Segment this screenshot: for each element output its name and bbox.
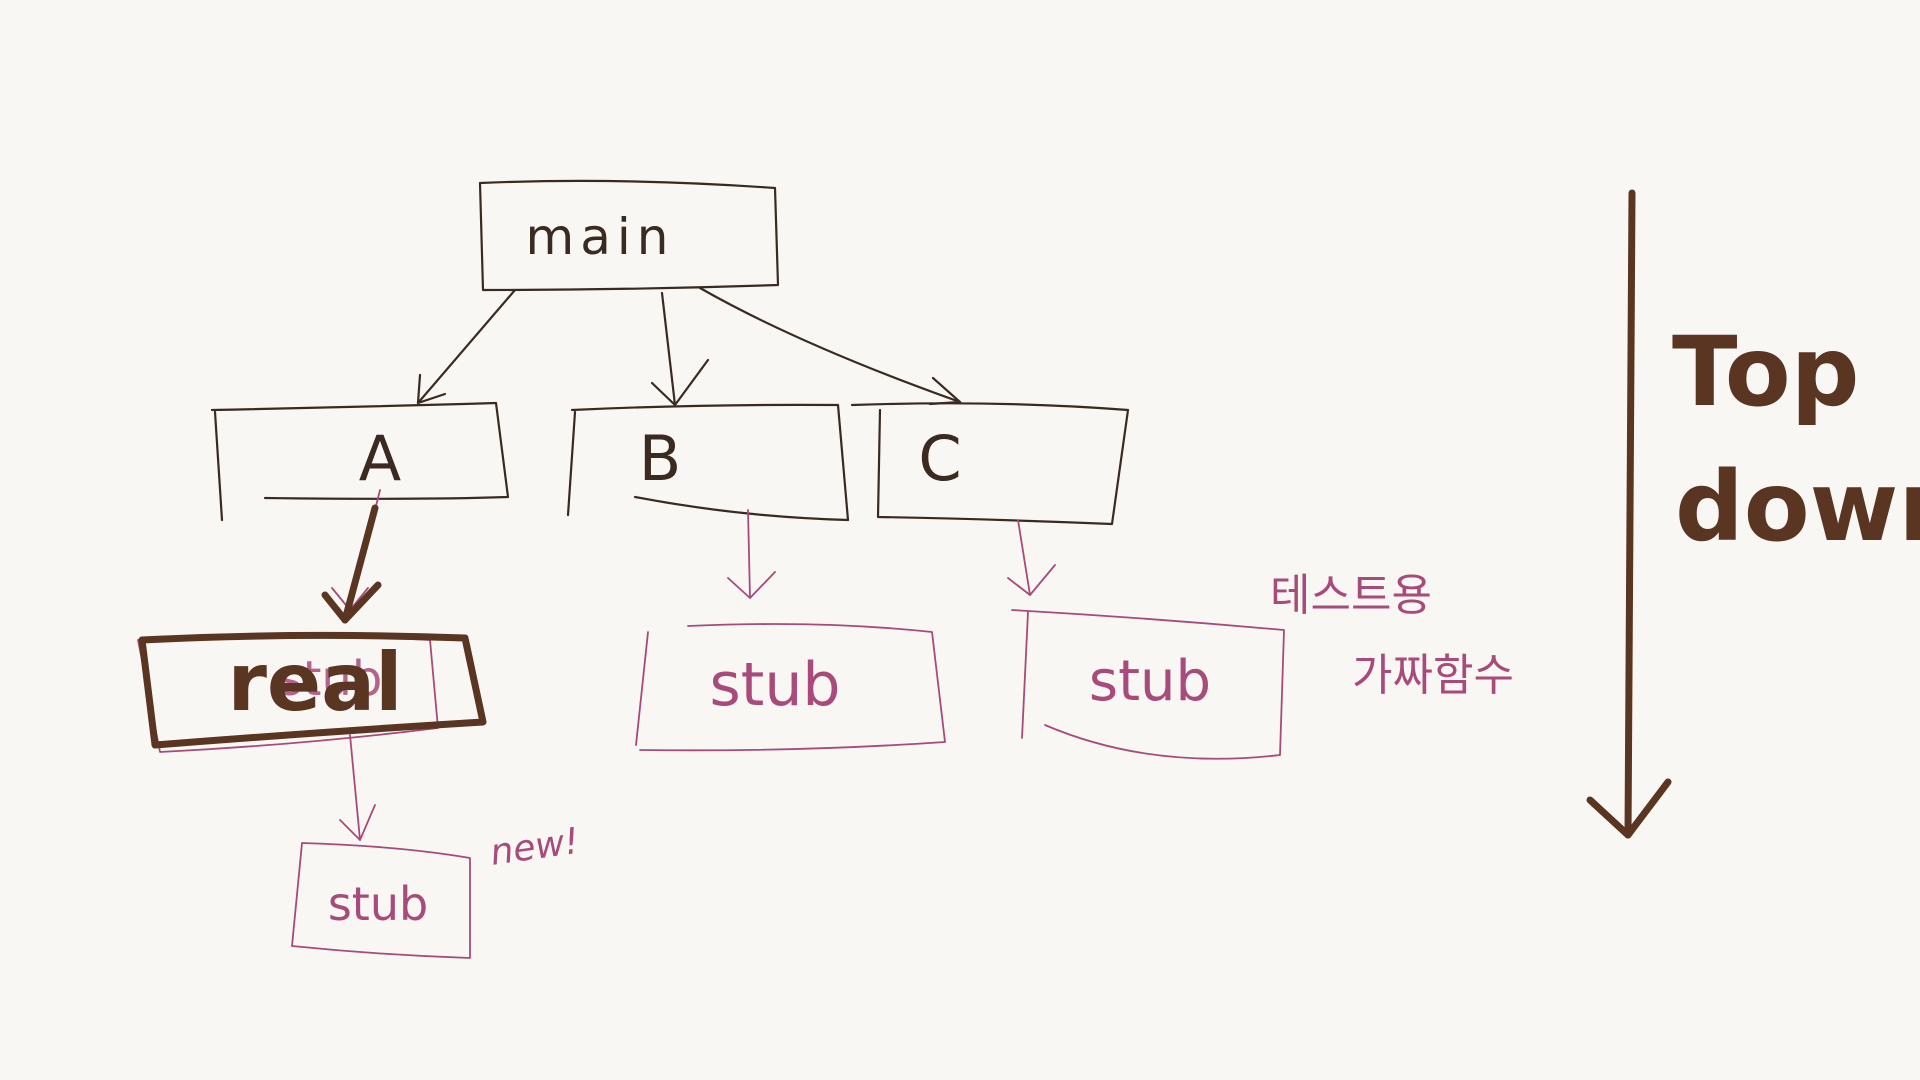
- node-main: main: [478, 179, 780, 292]
- node-stub-b: stub: [635, 623, 946, 752]
- direction-label-top: Top: [1672, 316, 1859, 428]
- node-stub-under-real-label: stub: [278, 651, 383, 707]
- node-real: real: [138, 631, 487, 749]
- node-stub-c-label: stub: [1089, 649, 1211, 714]
- node-main-label: main: [526, 208, 675, 266]
- arrow-b-to-stub: [727, 509, 776, 599]
- node-c-label: C: [918, 422, 961, 495]
- arrow-main-to-b: [650, 291, 710, 407]
- arrow-c-to-stub: [1007, 519, 1056, 596]
- node-a: A: [210, 401, 510, 522]
- arrow-main-to-c: [698, 286, 962, 406]
- node-a-label: A: [359, 422, 401, 495]
- top-down-arrow: [1586, 189, 1672, 839]
- node-b-label: B: [639, 422, 682, 495]
- node-stub-new: stub: [291, 842, 471, 959]
- annotation-test-stub: 테스트용 가짜함수: [1270, 570, 1514, 701]
- node-real-label: real: [227, 636, 402, 729]
- node-stub-new-label: stub: [328, 877, 428, 931]
- arrow-a-to-real: [321, 504, 382, 624]
- arrow-real-to-new-stub: [339, 734, 376, 841]
- annotation-test-line1: 테스트용: [1270, 570, 1432, 621]
- annotation-test-line2: 가짜함수: [1352, 650, 1514, 701]
- annotation-new: new!: [488, 821, 582, 874]
- node-b: B: [566, 403, 850, 522]
- node-stub-c: stub: [1011, 609, 1285, 760]
- node-c: C: [850, 402, 1130, 526]
- node-stub-b-label: stub: [710, 650, 841, 720]
- direction-label-down: down: [1675, 451, 1920, 563]
- arrow-main-to-a: [416, 288, 517, 405]
